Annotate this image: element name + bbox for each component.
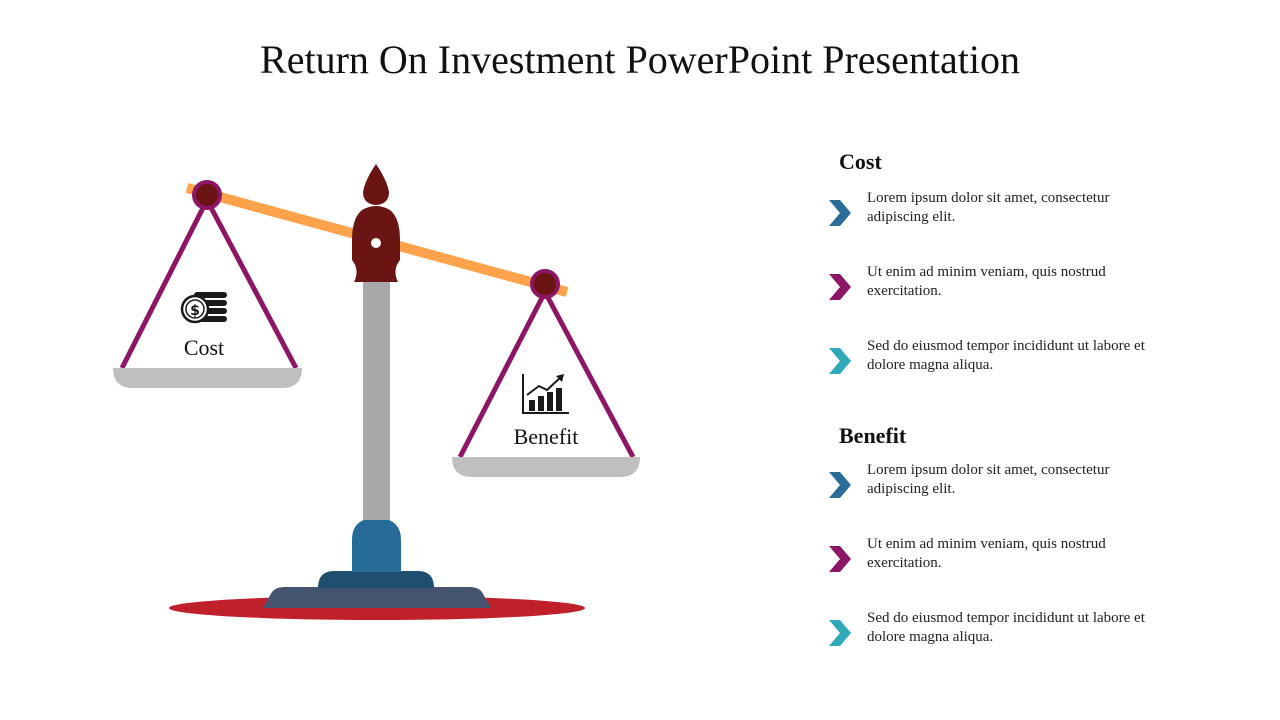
left-hook [192,180,222,210]
bullet-text: Lorem ipsum dolor sit amet, consectetur … [867,190,1110,225]
benefit-section-heading: Benefit [839,423,907,448]
chevron-right-icon [829,274,851,300]
coins-dollar-icon: $ [180,292,227,324]
cost-bullet-item: Lorem ipsum dolor sit amet, consectetur … [826,190,1166,243]
bullet-text: Ut enim ad minim veniam, quis nostrud ex… [867,264,1106,299]
bullet-text: Lorem ipsum dolor sit amet, consectetur … [867,462,1110,497]
cost-section-heading: Cost [839,149,882,174]
bullet-text: Ut enim ad minim veniam, quis nostrud ex… [867,536,1106,571]
bullet-text: Sed do eiusmod tempor incididunt ut labo… [867,610,1145,645]
right-pan [452,457,640,477]
growth-bar-chart-icon [522,374,569,414]
right-pan-label: Benefit [513,424,579,449]
left-pan-label: Cost [183,335,225,360]
chevron-right-icon [829,546,851,572]
left-pan [113,368,302,388]
benefit-bullet-item: Sed do eiusmod tempor incididunt ut labo… [826,610,1166,663]
scale-pillar [363,270,390,520]
chevron-right-icon [829,620,851,646]
left-pan-string [204,198,299,370]
slide-title: Return On Investment PowerPoint Presenta… [260,37,1020,82]
scale-base-bottom [263,587,491,608]
benefit-bullet-item: Lorem ipsum dolor sit amet, consectetur … [826,462,1166,515]
left-pan-string [119,198,210,370]
benefit-bullet-item: Ut enim ad minim veniam, quis nostrud ex… [826,536,1166,589]
chevron-right-icon [829,348,851,374]
cost-bullet-item: Sed do eiusmod tempor incididunt ut labo… [826,338,1166,391]
bullet-text: Sed do eiusmod tempor incididunt ut labo… [867,338,1145,373]
right-hook [530,269,560,299]
right-pan-string [457,290,548,459]
scale-base-mid [318,571,434,588]
svg-text:$: $ [190,303,200,319]
scale-base-top [352,518,401,572]
chevron-right-icon [829,200,851,226]
chevron-right-icon [829,472,851,498]
cost-bullet-item: Ut enim ad minim veniam, quis nostrud ex… [826,264,1166,317]
right-pan-string [542,290,636,459]
scale-pivot [352,164,400,282]
